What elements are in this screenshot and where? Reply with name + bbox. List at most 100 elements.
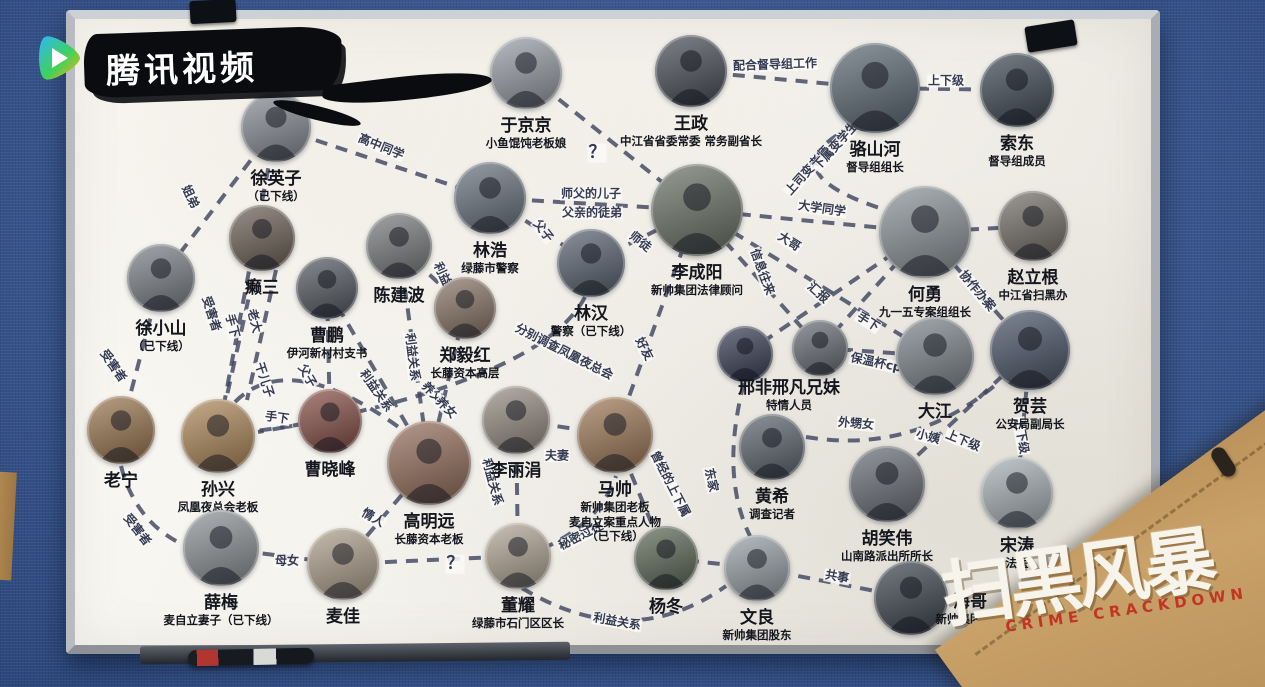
character-photo-mashuai <box>577 397 653 473</box>
character-name-text: 马帅 <box>598 480 632 500</box>
character-name-sunxing: 孙兴凤凰夜总会老板 <box>178 480 259 515</box>
character-photo-laoning <box>87 396 155 464</box>
character-name-laisan: 癞三 <box>245 278 279 298</box>
character-photo-xuemei <box>183 510 259 586</box>
character-role-text: 调查记者 <box>749 507 795 522</box>
character-photo-heyun <box>990 310 1070 390</box>
character-photo-lichengyang <box>651 164 743 256</box>
character-name-text: 高明远 <box>403 512 455 532</box>
character-role-text: 督导组成员 <box>988 154 1046 169</box>
character-role-text: 长藤资本高层 <box>430 366 500 381</box>
relationship-label: 师父的儿子 <box>559 186 623 201</box>
character-name-text: 王政 <box>673 114 708 134</box>
character-photo-xuxiaoshan <box>127 244 195 312</box>
character-name-text: 癞三 <box>245 278 279 298</box>
character-role-text: 长藤资本老板 <box>394 532 464 547</box>
character-role-text: 九一五专案组组长 <box>879 305 971 320</box>
character-photo-caopeng <box>296 257 358 319</box>
character-name-text: 赵立根 <box>1007 268 1059 288</box>
character-name-heyun: 贺芸公安局副局长 <box>996 397 1065 432</box>
character-name-text: 何勇 <box>908 285 942 305</box>
character-photo-xingfan <box>792 320 848 376</box>
character-name-huangxi: 黄希调查记者 <box>749 487 795 522</box>
character-photo-yujingjing <box>490 37 562 109</box>
character-name-gaomingyuan: 高明远长藤资本老板 <box>395 512 464 547</box>
character-photo-maijia <box>307 528 379 600</box>
character-photo-wenliang <box>724 535 790 601</box>
character-role-text: （已下线） <box>132 339 190 354</box>
character-name-text: 麦佳 <box>326 607 360 627</box>
character-role-text: 绿藤市石门区区长 <box>472 616 564 631</box>
character-name-xuyingzi: 徐英子（已下线） <box>247 169 305 204</box>
character-role-text: 山南路派出所所长 <box>841 549 933 564</box>
character-name-wangzheng: 王政中江省省委常委 常务副省长 <box>620 114 762 149</box>
relationship-label: 夫妻 <box>543 448 571 463</box>
character-name-chenjianbo: 陈建波 <box>374 286 425 306</box>
character-name-xuxiaoshan: 徐小山（已下线） <box>132 319 190 354</box>
character-name-text: 徐英子 <box>250 169 302 189</box>
character-name-huxiaowei: 胡笑伟山南路派出所所长 <box>841 529 933 564</box>
character-name-dongyao: 董耀绿藤市石门区区长 <box>472 596 564 631</box>
character-role-text: 公安局副局长 <box>995 417 1065 432</box>
character-role-text: （已下线） <box>247 189 305 204</box>
character-name-linhao: 林浩绿藤市警察 <box>461 241 519 276</box>
character-role-text: 新帅集团股东 <box>722 628 792 643</box>
character-name-text: 海哥 <box>953 592 987 612</box>
character-name-text: 林浩 <box>473 241 507 261</box>
character-photo-dongyao <box>485 523 551 589</box>
character-name-text: 老宁 <box>104 471 138 491</box>
play-icon <box>30 30 86 86</box>
character-name-text: 邢非邢凡兄妹 <box>738 378 840 398</box>
character-photo-suodong <box>980 53 1054 127</box>
character-name-xuemei: 薛梅麦自立妻子（已下线） <box>164 593 279 628</box>
character-name-text: 骆山河 <box>849 140 901 160</box>
character-name-text: 薛梅 <box>204 593 238 613</box>
relationship-label: 母女 <box>273 553 301 568</box>
character-photo-huxiaowei <box>849 446 925 522</box>
character-role-text: 绿藤市警察 <box>461 261 519 276</box>
character-role-text: 新帅集团法律顾问 <box>651 283 743 298</box>
character-name-text: 黄希 <box>755 487 789 507</box>
character-photo-yangdong <box>634 526 698 590</box>
character-name-wenliang: 文良新帅集团股东 <box>723 608 792 643</box>
character-photo-laisan <box>229 205 295 271</box>
tencent-video-logo: 腾讯视频 <box>22 20 502 150</box>
character-photo-huangxi <box>739 414 805 480</box>
character-name-text: 大江 <box>918 402 952 422</box>
character-name-text: 杨冬 <box>649 597 683 617</box>
character-name-text: 贺芸 <box>1013 397 1047 417</box>
character-name-text: 李丽涓 <box>490 461 542 481</box>
character-role-text: 特情人员 <box>766 398 812 413</box>
character-photo-heyong <box>879 186 971 278</box>
character-name-caoxiaofeng: 曹晓峰 <box>305 460 356 480</box>
character-name-xingsiblings: 邢非邢凡兄妹特情人员 <box>738 378 840 413</box>
character-name-suodong: 索东督导组成员 <box>988 134 1046 169</box>
character-name-caopeng: 曹鹏伊河新村村支书 <box>287 326 368 361</box>
character-name-lilijuan: 李丽涓 <box>491 461 542 481</box>
character-photo-songtao <box>981 457 1053 529</box>
character-name-yangdong: 杨冬 <box>649 597 683 617</box>
relationship-label: 父亲的徒弟 <box>560 205 624 220</box>
character-photo-zhengyihong <box>434 277 496 339</box>
character-name-maijia: 麦佳 <box>326 607 360 627</box>
relationship-label: ？ <box>587 142 607 163</box>
character-name-heyong: 何勇九一五专案组组长 <box>879 285 971 320</box>
character-name-text: 陈建波 <box>373 286 425 306</box>
character-name-text: 郑毅红 <box>439 346 491 366</box>
character-role-text: 小鱼馄饨老板娘 <box>485 136 567 151</box>
character-name-dajiang: 大江 <box>918 402 952 422</box>
character-photo-dajiang <box>896 317 974 395</box>
character-photo-lilijuan <box>482 386 550 454</box>
character-name-text: 徐小山 <box>135 319 187 339</box>
character-name-text: 曹晓峰 <box>304 460 356 480</box>
character-role-text: 伊河新村村支书 <box>286 346 368 361</box>
character-photo-luoshanhe <box>830 43 920 133</box>
character-role-text: 凤凰夜总会老板 <box>177 500 259 515</box>
character-name-text: 索东 <box>1000 134 1034 154</box>
character-name-text: 孙兴 <box>201 480 235 500</box>
character-photo-xingfei <box>717 326 773 382</box>
character-role-text: 警察（已下线） <box>550 324 632 339</box>
character-name-text: 李成阳 <box>671 263 723 283</box>
character-name-text: 董耀 <box>501 596 535 616</box>
